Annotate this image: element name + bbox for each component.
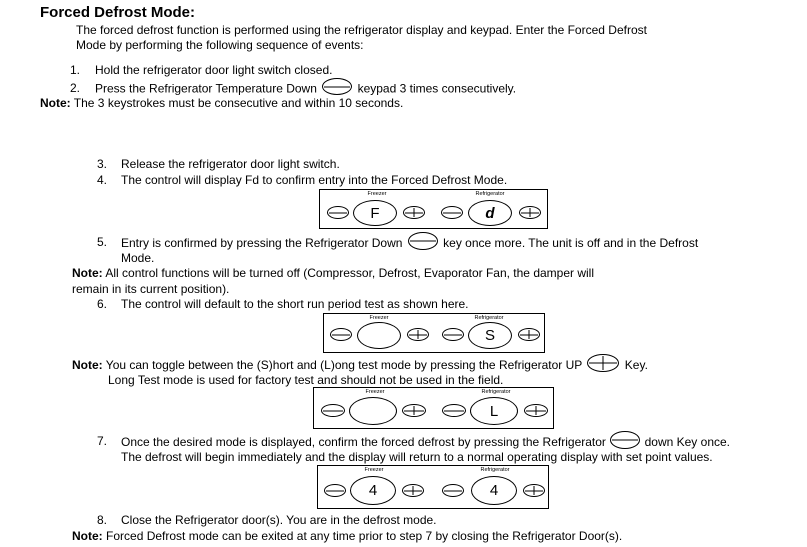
step-3-number: 3. <box>97 157 108 171</box>
freezer-label: Freezer <box>364 467 384 473</box>
note-label: Note: <box>72 266 103 280</box>
step-3-text: Release the refrigerator door light swit… <box>121 157 340 171</box>
freezer-up-key-icon <box>403 206 425 219</box>
step-2-number: 2. <box>70 81 81 95</box>
step-1-number: 1. <box>70 63 81 77</box>
step-1-text: Hold the refrigerator door light switch … <box>95 63 333 77</box>
step-7-text-a: Once the desired mode is displayed, conf… <box>121 435 606 450</box>
step-7-text-b: down Key once. <box>644 435 730 450</box>
up-key-icon <box>587 354 620 372</box>
freezer-up-key-icon <box>402 404 426 417</box>
refrigerator-down-key-icon <box>442 404 466 417</box>
freezer-label: Freezer <box>365 389 385 395</box>
step-7-text-c: The defrost will begin immediately and t… <box>121 450 713 464</box>
note-1: Note: The 3 keystrokes must be consecuti… <box>40 96 403 110</box>
display-panel-short: Freezer Refrigerator S <box>323 313 545 353</box>
refrigerator-display: L <box>470 397 518 425</box>
step-6-text: The control will default to the short ru… <box>121 297 469 311</box>
step-8-text: Close the Refrigerator door(s). You are … <box>121 513 437 527</box>
note-label: Note: <box>72 529 103 543</box>
step-6-number: 6. <box>97 297 108 311</box>
refrigerator-display: d <box>468 200 512 226</box>
step-2-text-b: keypad 3 times consecutively. <box>357 81 517 96</box>
note-4-text: Forced Defrost mode can be exited at any… <box>106 529 623 543</box>
down-key-icon <box>407 232 438 250</box>
step-5-number: 5. <box>97 235 108 249</box>
freezer-label: Freezer <box>369 315 389 321</box>
freezer-display: 4 <box>350 476 396 505</box>
note-3: Note: You can toggle between the (S)hort… <box>72 354 648 375</box>
step-5-text-c: Mode. <box>121 251 155 265</box>
refrigerator-display: 4 <box>471 476 517 505</box>
freezer-down-key-icon <box>330 328 352 341</box>
refrigerator-label: Refrigerator <box>474 315 504 321</box>
intro-line-2: Mode by performing the following sequenc… <box>76 38 364 52</box>
step-8-number: 8. <box>97 513 108 527</box>
note-3-text-c: Long Test mode is used for factory test … <box>108 373 504 387</box>
refrigerator-label: Refrigerator <box>481 389 511 395</box>
freezer-up-key-icon <box>407 328 429 341</box>
refrigerator-down-key-icon <box>441 206 463 219</box>
note-3-text-a: You can toggle between the (S)hort and (… <box>105 358 583 373</box>
note-2: Note: All control functions will be turn… <box>72 266 594 280</box>
refrigerator-up-key-icon <box>524 404 548 417</box>
display-panel-fd: Freezer Refrigerator F d <box>319 189 548 229</box>
page-title: Forced Defrost Mode: <box>40 4 196 21</box>
note-label: Note: <box>72 358 103 373</box>
note-3-text-b: Key. <box>624 358 648 373</box>
note-2-text-b: remain in its current position). <box>72 282 230 296</box>
refrigerator-up-key-icon <box>518 328 540 341</box>
freezer-display: F <box>353 200 397 226</box>
refrigerator-label: Refrigerator <box>475 191 505 197</box>
freezer-down-key-icon <box>327 206 349 219</box>
step-7-text: Once the desired mode is displayed, conf… <box>121 431 730 452</box>
refrigerator-display: S <box>468 322 512 349</box>
step-5-text: Entry is confirmed by pressing the Refri… <box>121 232 699 253</box>
step-7-number: 7. <box>97 434 108 448</box>
refrigerator-up-key-icon <box>519 206 541 219</box>
note-1-text: The 3 keystrokes must be consecutive and… <box>73 96 404 110</box>
step-5-text-a: Entry is confirmed by pressing the Refri… <box>121 236 403 251</box>
step-5-text-b: key once more. The unit is off and in th… <box>443 236 699 251</box>
step-4-text: The control will display Fd to confirm e… <box>121 173 508 187</box>
down-key-icon <box>610 431 641 449</box>
display-panel-normal: Freezer Refrigerator 4 4 <box>317 465 549 509</box>
freezer-down-key-icon <box>321 404 345 417</box>
note-4: Note: Forced Defrost mode can be exited … <box>72 529 622 543</box>
freezer-label: Freezer <box>367 191 387 197</box>
step-4-number: 4. <box>97 173 108 187</box>
freezer-display <box>357 322 401 349</box>
freezer-up-key-icon <box>402 484 424 497</box>
down-key-icon <box>322 78 353 95</box>
refrigerator-label: Refrigerator <box>480 467 510 473</box>
freezer-display <box>349 397 397 425</box>
refrigerator-up-key-icon <box>523 484 545 497</box>
step-2-text-a: Press the Refrigerator Temperature Down <box>95 81 317 96</box>
refrigerator-down-key-icon <box>442 328 464 341</box>
display-panel-long: Freezer Refrigerator L <box>313 387 554 429</box>
step-2-text: Press the Refrigerator Temperature Down … <box>95 78 517 98</box>
freezer-down-key-icon <box>324 484 346 497</box>
note-2-text-a: All control functions will be turned off… <box>105 266 595 280</box>
refrigerator-down-key-icon <box>442 484 464 497</box>
note-label: Note: <box>40 96 71 110</box>
intro-line-1: The forced defrost function is performed… <box>76 23 647 37</box>
